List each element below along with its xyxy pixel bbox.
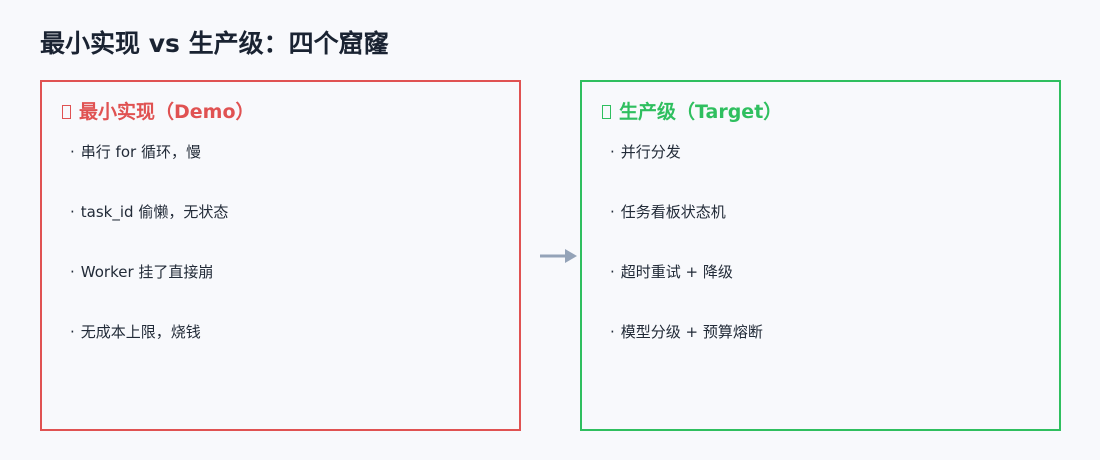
demo-panel-header: 最小实现（Demo） bbox=[62, 98, 255, 126]
item-text: 超时重试 + 降级 bbox=[620, 263, 733, 281]
item-text: 并行分发 bbox=[620, 143, 681, 161]
page-title: 最小实现 vs 生产级：四个窟窿 bbox=[40, 29, 389, 58]
bullet: · bbox=[70, 143, 75, 161]
item-text: 任务看板状态机 bbox=[620, 203, 726, 221]
bullet: · bbox=[610, 323, 615, 341]
list-item: · 任务看板状态机 bbox=[610, 202, 763, 222]
item-text: 模型分级 + 预算熔断 bbox=[620, 323, 763, 341]
list-item: · 超时重试 + 降级 bbox=[610, 262, 763, 282]
bullet: · bbox=[610, 263, 615, 281]
right-arrow-icon bbox=[540, 249, 577, 263]
list-item: · 无成本上限，烧钱 bbox=[70, 322, 228, 342]
item-text: 串行 for 循环，慢 bbox=[80, 143, 201, 161]
target-header-label: 生产级（Target） bbox=[619, 101, 783, 123]
demo-header-label: 最小实现（Demo） bbox=[79, 101, 255, 123]
list-item: · Worker 挂了直接崩 bbox=[70, 262, 228, 282]
item-text: task_id 偷懒，无状态 bbox=[80, 203, 229, 221]
target-item-list: · 并行分发 · 任务看板状态机 · 超时重试 + 降级 · 模型分级 + 预算熔断 bbox=[610, 142, 763, 382]
box-icon bbox=[62, 105, 71, 119]
target-panel-header: 生产级（Target） bbox=[602, 98, 782, 126]
demo-panel: 最小实现（Demo） · 串行 for 循环，慢 · task_id 偷懒，无状态 … bbox=[40, 80, 521, 431]
target-panel: 生产级（Target） · 并行分发 · 任务看板状态机 · 超时重试 + 降级 · 模… bbox=[580, 80, 1061, 431]
list-item: · 模型分级 + 预算熔断 bbox=[610, 322, 763, 342]
bullet: · bbox=[70, 203, 75, 221]
bullet: · bbox=[70, 263, 75, 281]
list-item: · 并行分发 bbox=[610, 142, 763, 162]
bullet: · bbox=[70, 323, 75, 341]
demo-item-list: · 串行 for 循环，慢 · task_id 偷懒，无状态 · Worker 挂了直… bbox=[70, 142, 228, 382]
bullet: · bbox=[610, 203, 615, 221]
list-item: · 串行 for 循环，慢 bbox=[70, 142, 228, 162]
bullet: · bbox=[610, 143, 615, 161]
item-text: 无成本上限，烧钱 bbox=[80, 323, 201, 341]
item-text: Worker 挂了直接崩 bbox=[80, 263, 214, 281]
box-icon bbox=[602, 105, 611, 119]
list-item: · task_id 偷懒，无状态 bbox=[70, 202, 228, 222]
